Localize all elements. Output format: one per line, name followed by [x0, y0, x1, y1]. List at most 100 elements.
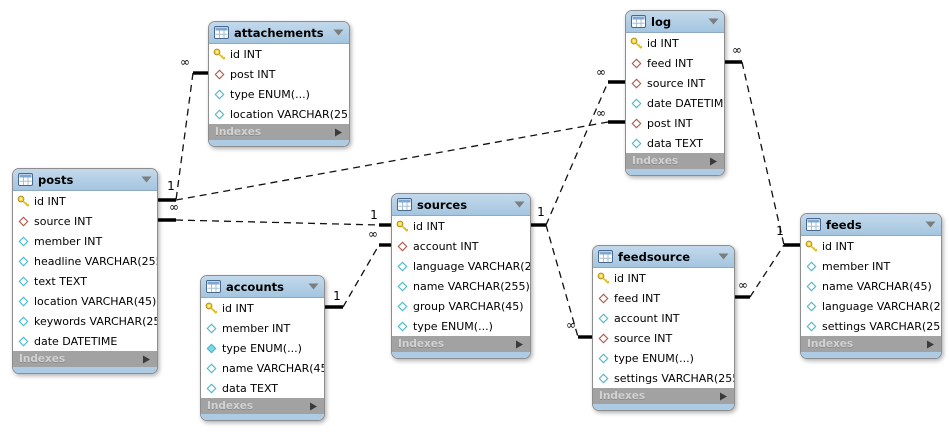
column-text: id INT — [222, 301, 254, 315]
indexes-bar[interactable]: Indexes — [593, 388, 734, 404]
table-title: posts — [38, 172, 74, 187]
column-row: name VARCHAR(45) — [201, 358, 324, 378]
relationship-log.feed-feeds.id[interactable]: ∞1 — [725, 43, 801, 247]
column-row: settings VARCHAR(255) — [593, 368, 734, 388]
column-icon — [396, 261, 409, 272]
relationship-line[interactable] — [545, 224, 579, 338]
column-row: location VARCHAR(255) — [209, 104, 349, 124]
column-row: post INT — [626, 113, 724, 133]
expand-icon[interactable] — [309, 402, 318, 411]
collapse-icon[interactable] — [925, 220, 936, 229]
expand-icon[interactable] — [719, 392, 728, 401]
indexes-bar[interactable]: Indexes — [392, 336, 530, 352]
relationship-line[interactable] — [545, 81, 609, 226]
table-header[interactable]: accounts — [201, 276, 324, 298]
indexes-bar[interactable]: Indexes — [13, 351, 157, 367]
column-text: data TEXT — [222, 381, 279, 395]
table-header[interactable]: attachements — [209, 22, 349, 44]
table-footer — [201, 414, 324, 420]
expand-icon[interactable] — [515, 340, 524, 349]
column-row: type ENUM(...) — [209, 84, 349, 104]
column-text: type ENUM(...) — [614, 351, 694, 365]
column-text: data TEXT — [647, 136, 704, 150]
collapse-icon[interactable] — [333, 28, 344, 37]
table-header[interactable]: sources — [392, 194, 530, 216]
column-text: account INT — [413, 239, 479, 253]
cardinality-label: 1 — [776, 224, 784, 238]
column-icon — [17, 296, 30, 307]
column-icon — [213, 109, 226, 120]
column-icon — [205, 363, 218, 374]
expand-icon[interactable] — [334, 128, 343, 137]
relationship-posts.id-log.post[interactable]: ∞ — [175, 106, 626, 201]
column-icon — [17, 316, 30, 327]
column-text: type ENUM(...) — [230, 87, 310, 101]
collapse-icon[interactable] — [708, 17, 719, 26]
collapse-icon[interactable] — [514, 200, 525, 209]
foreign-key-icon — [597, 293, 610, 304]
indexes-bar[interactable]: Indexes — [626, 153, 724, 169]
table-icon — [806, 218, 821, 231]
column-row: member INT — [13, 231, 157, 251]
relationship-sources.id-feedsource.source[interactable]: ∞ — [545, 224, 593, 339]
column-row: account INT — [392, 236, 530, 256]
indexes-bar[interactable]: Indexes — [801, 336, 941, 352]
expand-icon[interactable] — [926, 340, 935, 349]
column-icon — [597, 313, 610, 324]
column-text: keywords VARCHAR(255) — [34, 314, 157, 328]
relationship-sources.account-accounts.id[interactable]: 1∞ — [325, 227, 392, 309]
table-icon — [214, 26, 229, 39]
cardinality-label: ∞ — [596, 106, 606, 120]
column-text: source INT — [614, 331, 673, 345]
table-header[interactable]: posts — [13, 169, 157, 191]
foreign-key-icon — [630, 78, 643, 89]
column-icon — [805, 261, 818, 272]
indexes-bar[interactable]: Indexes — [209, 124, 349, 140]
relationship-line[interactable] — [741, 61, 785, 246]
column-text: id INT — [614, 271, 646, 285]
table-footer — [209, 140, 349, 146]
cardinality-label: ∞ — [180, 55, 190, 69]
indexes-label: Indexes — [19, 353, 66, 365]
cardinality-label: ∞ — [169, 200, 179, 214]
table-icon — [397, 198, 412, 211]
column-icon — [17, 336, 30, 347]
column-text: member INT — [822, 259, 891, 273]
relationship-attachements.post-posts.id[interactable]: ∞1 — [158, 55, 209, 202]
primary-key-icon — [630, 37, 643, 50]
collapse-icon[interactable] — [718, 252, 729, 261]
relationship-line[interactable] — [749, 244, 785, 298]
collapse-icon[interactable] — [141, 175, 152, 184]
relationship-sources.id-log.source[interactable]: 1∞ — [531, 65, 626, 227]
relationship-feedsource.feed-feeds.id[interactable]: ∞ — [735, 244, 785, 299]
column-row: source INT — [13, 211, 157, 231]
expand-icon[interactable] — [142, 355, 151, 364]
table-header[interactable]: feedsource — [593, 246, 734, 268]
table-header[interactable]: feeds — [801, 214, 941, 236]
column-icon — [805, 321, 818, 332]
column-row: id INT — [201, 298, 324, 318]
indexes-bar[interactable]: Indexes — [201, 398, 324, 414]
expand-icon[interactable] — [709, 157, 718, 166]
column-row: date DATETIME — [13, 331, 157, 351]
relationship-line[interactable] — [175, 219, 380, 226]
relationship-posts.source-sources.id[interactable]: ∞1 — [158, 200, 392, 227]
collapse-icon[interactable] — [308, 282, 319, 291]
table-header[interactable]: log — [626, 11, 724, 33]
relationship-line[interactable] — [175, 72, 194, 201]
relationship-line[interactable] — [342, 244, 380, 308]
primary-key-icon — [597, 272, 610, 285]
relationship-line[interactable] — [175, 121, 609, 201]
column-icon — [396, 281, 409, 292]
